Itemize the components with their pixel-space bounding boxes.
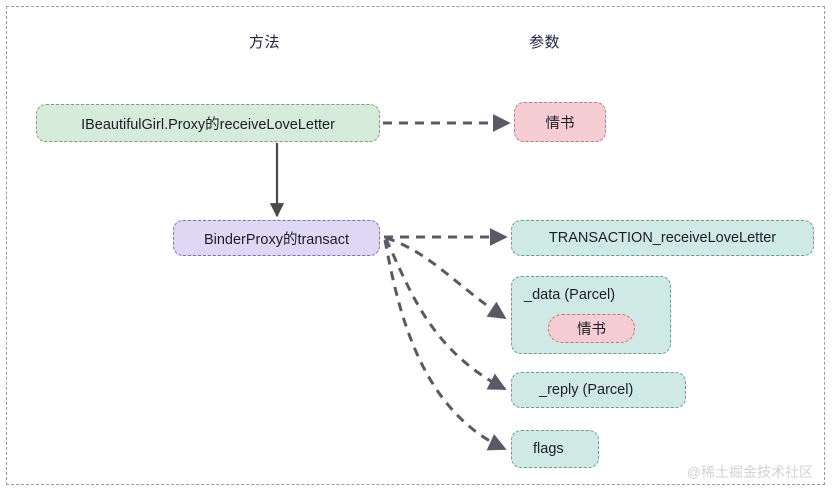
watermark: @稀土掘金技术社区 (686, 464, 813, 480)
column-header-params: 参数 (529, 34, 561, 51)
node-data-parcel[interactable]: _data (Parcel) 情书 (511, 276, 671, 354)
node-love-letter-nested[interactable]: 情书 (548, 314, 635, 343)
edge-transact-to-flags (383, 239, 507, 451)
node-transaction-constant-label: TRANSACTION_receiveLoveLetter (548, 230, 777, 246)
edge-transact-to-data (385, 236, 507, 320)
node-transaction-constant[interactable]: TRANSACTION_receiveLoveLetter (511, 220, 814, 256)
node-love-letter[interactable]: 情书 (514, 102, 606, 142)
node-flags-label: flags (533, 441, 564, 457)
column-header-method: 方法 (249, 34, 281, 51)
edge-transact-to-reply (384, 238, 507, 391)
node-binder-transact-label: BinderProxy的transact (203, 231, 350, 248)
node-love-letter-label: 情书 (545, 115, 575, 132)
node-proxy-method[interactable]: IBeautifulGirl.Proxy的receiveLoveLetter (36, 104, 380, 142)
node-proxy-method-label: IBeautifulGirl.Proxy的receiveLoveLetter (81, 116, 335, 133)
node-binder-transact[interactable]: BinderProxy的transact (173, 220, 380, 256)
node-flags[interactable]: flags (511, 430, 599, 468)
node-reply-parcel[interactable]: _reply (Parcel) (511, 372, 686, 408)
node-love-letter-nested-label: 情书 (577, 322, 606, 338)
node-data-parcel-label: _data (Parcel) (524, 287, 616, 303)
node-reply-parcel-label: _reply (Parcel) (539, 382, 634, 398)
